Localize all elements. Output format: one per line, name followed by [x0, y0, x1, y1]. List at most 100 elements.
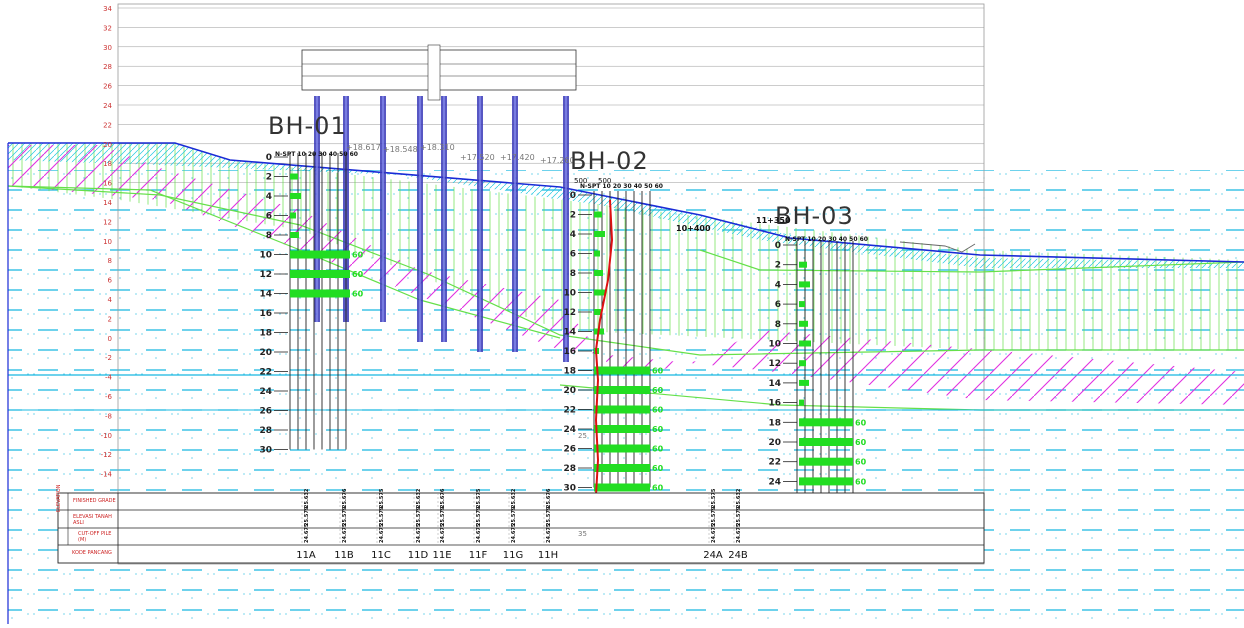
nspt-bar	[290, 250, 350, 259]
nspt-value: 60	[652, 367, 664, 376]
depth-label: 10	[768, 340, 781, 350]
elevasi-value: 25.579	[416, 506, 422, 526]
elevasi-value: 25.579	[440, 506, 446, 526]
nspt-value: 60	[352, 251, 364, 260]
nspt-value: 60	[352, 270, 364, 279]
depth-label: 6	[266, 212, 272, 222]
depth-label: 18	[563, 367, 576, 377]
depth-label: 8	[266, 231, 272, 241]
elevasi-value: 25.579	[476, 506, 482, 526]
scale-tick-label: 16	[103, 180, 112, 188]
scale-tick-label: -10	[101, 432, 112, 440]
nspt-small-bar	[594, 309, 601, 315]
cutoff-value: 24.675	[476, 523, 482, 543]
scale-tick-label: 34	[103, 5, 112, 13]
layer-boundary-4	[699, 249, 1244, 273]
scale-tick-label: 28	[103, 63, 112, 71]
nspt-small-bar	[799, 379, 809, 386]
left-elevation-scale: 3432302826242220181614121086420-2-4-6-8-…	[101, 5, 113, 479]
pile-code-label: 24B	[728, 550, 748, 561]
nspt-small-bar	[290, 173, 298, 180]
pile-top-elevation: +17.260	[540, 156, 575, 165]
scale-tick-label: 10	[103, 238, 112, 246]
finished-grade-value: 25.632	[736, 488, 742, 508]
depth-label: 4	[775, 280, 781, 290]
nspt-value: 60	[652, 484, 664, 493]
finished-grade-value: 25.575	[711, 488, 717, 508]
nspt-small-bar	[594, 211, 602, 218]
depth-label: 18	[768, 418, 781, 428]
scale-tick-label: 24	[103, 102, 112, 110]
pile-top-elevation: +18.548	[383, 145, 418, 154]
scale-tick-label: -8	[105, 412, 112, 420]
depth-label: 14	[768, 379, 781, 389]
depth-label: 26	[563, 445, 576, 455]
cutoff-value: 24.675	[342, 523, 348, 543]
nspt-bar	[799, 438, 853, 446]
nspt-bar	[594, 386, 650, 394]
pile-code-label: 11C	[371, 550, 391, 561]
nspt-small-bar	[799, 340, 811, 347]
elevasi-value: 25.579	[736, 506, 742, 526]
scale-tick-label: 0	[108, 335, 112, 343]
nspt-small-bar	[799, 320, 808, 327]
depth-label: 6	[570, 250, 576, 260]
cutoff-value: 24.675	[511, 523, 517, 543]
depth-label: 24	[259, 387, 272, 397]
nspt-small-bar	[799, 399, 804, 406]
depth-label: 16	[768, 399, 781, 409]
depth-label: 0	[775, 241, 781, 251]
depth-label: 2	[266, 173, 272, 183]
nspt-small-bar	[594, 231, 605, 237]
nspt-small-bar	[799, 360, 806, 367]
ground-surface-line	[8, 142, 1244, 263]
nspt-bar	[594, 405, 650, 414]
scale-tick-label: 22	[103, 121, 112, 129]
scale-tick-label: 32	[103, 24, 112, 32]
pile-top-elevation: +18.617	[346, 143, 381, 152]
profile-red-line	[594, 199, 614, 496]
depth-label: 2	[775, 261, 781, 271]
pile-code-label: 11B	[334, 550, 354, 561]
elevasi-value: 25.579	[342, 506, 348, 526]
nspt-small-bar	[594, 289, 606, 296]
scale-tick-label: -14	[101, 471, 113, 479]
slope-detail	[899, 241, 976, 253]
nspt-small-bar	[799, 281, 810, 288]
depth-label: 0	[266, 153, 272, 163]
nspt-small-bar	[290, 232, 299, 238]
layer-boundary-1	[7, 185, 1244, 356]
scale-tick-label: -6	[105, 393, 113, 401]
borehole-bh2: 0246810121416182022242628306060606060606…	[563, 191, 664, 494]
pile-data-table: 11A25.63225.57924.67511B25.67625.57924.6…	[57, 488, 985, 564]
scale-tick-label: 18	[103, 160, 112, 168]
elevasi-value: 25.579	[379, 506, 385, 526]
nspt-bar	[799, 457, 853, 466]
cutoff-value: 24.675	[440, 523, 446, 543]
nspt-bar	[594, 366, 650, 375]
finished-grade-value: 25.676	[546, 488, 552, 508]
depth-label: 24	[768, 477, 781, 487]
depth-label: 16	[259, 309, 272, 319]
nspt-value: 60	[652, 464, 664, 473]
cutoff-value: 24.675	[546, 523, 552, 543]
pile-code-label: 11G	[503, 550, 523, 561]
depth-label: 8	[570, 269, 576, 279]
depth-label: 22	[768, 458, 781, 468]
finished-grade-value: 25.676	[342, 488, 348, 508]
pile-top-elevation: +17.420	[500, 153, 535, 162]
depth-label: 22	[259, 368, 272, 378]
finished-grade-value: 25.632	[416, 488, 422, 508]
finished-grade-value: 25.632	[511, 488, 517, 508]
nspt-bar	[799, 418, 853, 427]
nspt-small-bar	[799, 301, 805, 308]
depth-label: 12	[259, 270, 272, 280]
depth-label: 20	[259, 348, 272, 358]
nspt-small-bar	[594, 270, 603, 276]
nspt-value: 60	[652, 425, 664, 434]
scale-tick-label: 4	[108, 296, 113, 304]
depth-label: 30	[259, 446, 272, 456]
scale-tick-label: 14	[103, 199, 112, 207]
